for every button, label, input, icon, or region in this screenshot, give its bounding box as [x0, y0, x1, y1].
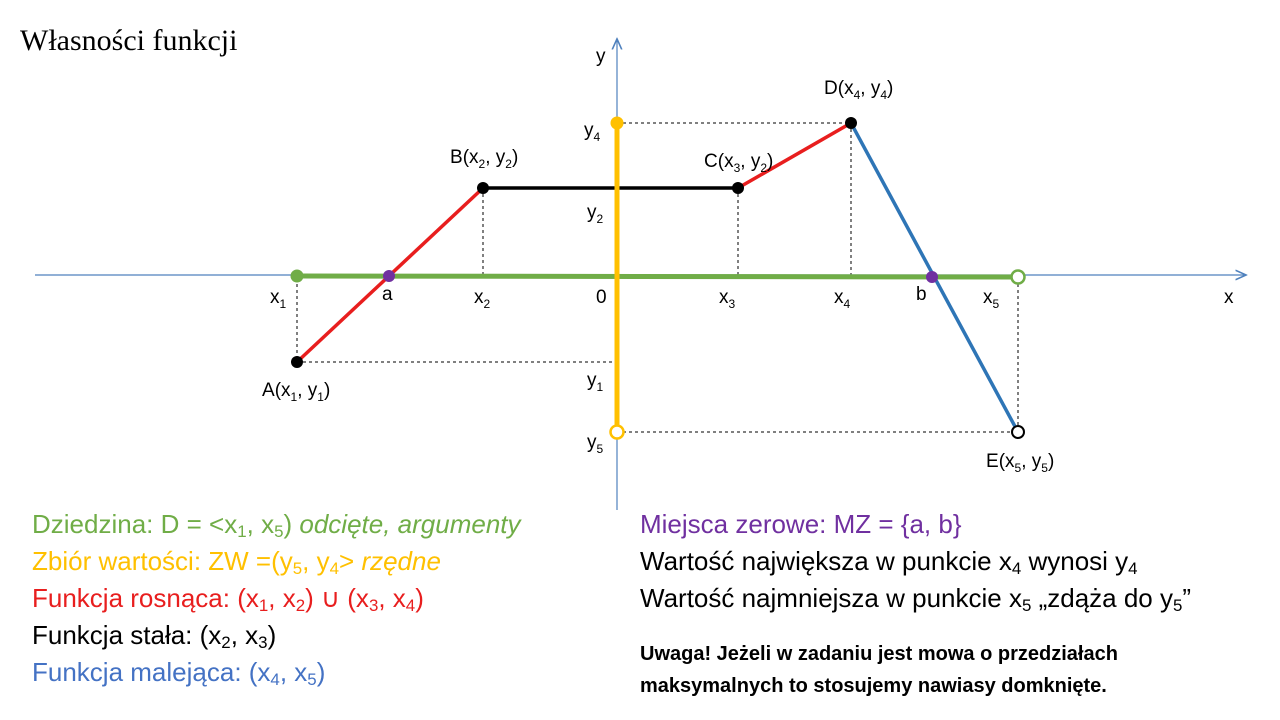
x-tick-x1: x1	[270, 287, 287, 311]
x-tick-x2: x2	[474, 287, 491, 311]
zero-a-point	[383, 270, 395, 282]
increasing-segment-2	[737, 121, 852, 190]
y-axis-label: y	[596, 46, 606, 67]
x-axis-label: x	[1224, 287, 1234, 308]
range-min-open-point	[609, 424, 625, 440]
decreasing-line: Funkcja malejąca: (x4, x5)	[32, 657, 326, 690]
point-C	[732, 182, 744, 194]
min-value-line: Wartość najmniejsza w punkcie x5 „zdąża …	[640, 583, 1192, 616]
note-line-1: Uwaga! Jeżeli w zadaniu jest mowa o prze…	[640, 643, 1118, 665]
y-tick-y1: y1	[587, 370, 604, 394]
y-tick-y5: y5	[587, 432, 604, 456]
domain-line: Dziedzina: D = <x1, x5) odcięte, argumen…	[32, 509, 521, 542]
label-point-A: A(x1, y1)	[262, 380, 330, 404]
x-tick-x5: x5	[983, 287, 1000, 311]
label-point-E: E(x5, y5)	[986, 451, 1054, 475]
range-line: Zbiór wartości: ZW =(y5, y4> rzędne	[32, 546, 441, 579]
guide-lines	[296, 122, 1019, 433]
x-tick-x4: x4	[834, 287, 851, 311]
point-B	[477, 182, 489, 194]
y-tick-y4: y4	[584, 120, 601, 144]
point-A	[291, 356, 303, 368]
max-value-line: Wartość największa w punkcie x4 wynosi y…	[640, 546, 1138, 579]
zero-b-point	[926, 271, 938, 283]
note-line-2: maksymalnych to stosujemy nawiasy domkni…	[640, 675, 1107, 697]
y-tick-y2: y2	[587, 202, 604, 226]
label-point-C: C(x3, y2)	[704, 151, 773, 175]
page-title: Własności funkcji	[20, 24, 238, 57]
increasing-line: Funkcja rosnąca: (x1, x2) ∪ (x3, x4)	[32, 583, 424, 616]
constant-line: Funkcja stała: (x2, x3)	[32, 620, 277, 653]
point-E-open	[1011, 425, 1025, 439]
label-point-D: D(x4, y4)	[824, 78, 893, 102]
x-tick-a: a	[382, 284, 393, 305]
zeros-line: Miejsca zerowe: MZ = {a, b}	[640, 509, 962, 539]
extremes-legend: Miejsca zerowe: MZ = {a, b} Wartość najw…	[640, 506, 1191, 617]
domain-end-open-point	[1010, 269, 1026, 285]
x-tick-b: b	[916, 284, 927, 305]
properties-legend: Dziedzina: D = <x1, x5) odcięte, argumen…	[32, 506, 521, 691]
domain-segment	[296, 273, 1019, 280]
x-tick-x3: x3	[719, 287, 736, 311]
origin-label: 0	[596, 287, 607, 308]
note-box: Uwaga! Jeżeli w zadaniu jest mowa o prze…	[640, 638, 1118, 702]
label-point-B: B(x2, y2)	[450, 147, 518, 171]
point-D	[845, 117, 857, 129]
range-max-point	[610, 116, 624, 130]
domain-start-point	[290, 269, 304, 283]
